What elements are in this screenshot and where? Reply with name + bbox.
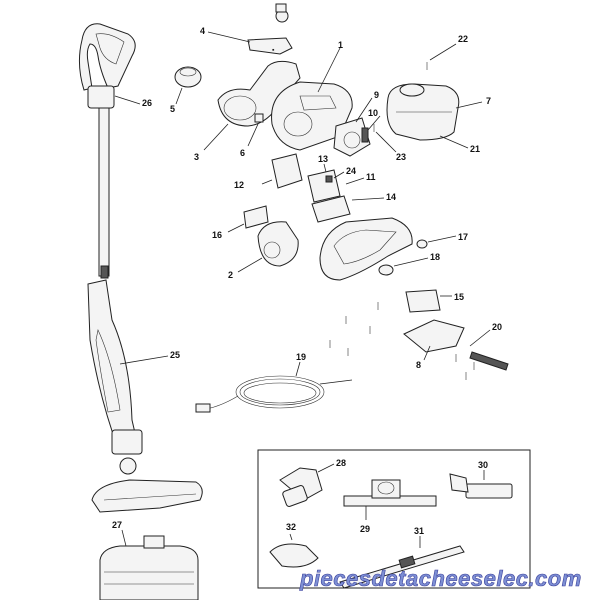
part-5-round-cap [174, 66, 202, 105]
part-10-valve [361, 115, 381, 143]
part-16-switch [227, 205, 269, 233]
part-17-nut [416, 235, 457, 249]
mop-head [91, 479, 203, 513]
part-20-spring [469, 329, 509, 371]
callout-25: 25 [170, 350, 180, 360]
part-22-screw [426, 43, 457, 70]
part-28-angled-brush [279, 463, 335, 507]
svg-text:▪: ▪ [272, 47, 275, 54]
part-23-screw [373, 124, 397, 153]
callout-24: 24 [346, 166, 356, 176]
callout-26: 26 [142, 98, 152, 108]
part-27-container [99, 529, 199, 601]
callout-17: 17 [458, 232, 468, 242]
part-31-wand [339, 536, 465, 589]
part-26-handle [78, 23, 141, 279]
part-19-power-cord [195, 361, 353, 413]
callout-18: 18 [430, 252, 440, 262]
part-11-heater [311, 177, 365, 223]
callout-22: 22 [458, 34, 468, 44]
callout-21: 21 [470, 144, 480, 154]
callout-28: 28 [336, 458, 346, 468]
callout-32: 32 [286, 522, 296, 532]
part-24-connector [325, 171, 345, 183]
part-30-bristle-brush [449, 470, 513, 499]
callout-20: 20 [492, 322, 502, 332]
part-12-board [261, 153, 303, 189]
callout-7: 7 [486, 96, 491, 106]
small-screws [329, 302, 475, 380]
callout-16: 16 [212, 230, 222, 240]
callout-15: 15 [454, 292, 464, 302]
callout-31: 31 [414, 526, 424, 536]
part-6-screw [247, 113, 264, 147]
callout-9: 9 [374, 90, 379, 100]
part-9-pump [333, 97, 373, 157]
callout-27: 27 [112, 520, 122, 530]
part-4-top-clip: ▪ [207, 3, 293, 55]
callout-5: 5 [170, 104, 175, 114]
callout-1: 1 [338, 40, 343, 50]
callout-29: 29 [360, 524, 370, 534]
part-lower-shell [319, 217, 413, 281]
callout-2: 2 [228, 270, 233, 280]
callout-19: 19 [296, 352, 306, 362]
part-2-boiler [237, 221, 299, 273]
callout-3: 3 [194, 152, 199, 162]
watermark: piecesdetacheeselec.com [299, 566, 582, 591]
callout-8: 8 [416, 360, 421, 370]
part-18-cap [393, 257, 429, 267]
callout-11: 11 [366, 172, 376, 182]
part-8-base-plate [403, 319, 465, 361]
callout-23: 23 [396, 152, 406, 162]
part-7-water-tank [386, 83, 483, 149]
part-1-upper-housing [271, 47, 353, 151]
callout-14: 14 [386, 192, 396, 202]
part-15-plate [405, 289, 452, 313]
part-25-main-body [87, 279, 169, 475]
part-29-floor-nozzle [343, 479, 437, 520]
part-32-cloth [269, 533, 319, 568]
accessories-box [257, 449, 531, 589]
callout-30: 30 [478, 460, 488, 470]
callout-6: 6 [240, 148, 245, 158]
part-3-handle-frame [203, 60, 301, 151]
callout-13: 13 [318, 154, 328, 164]
callout-4: 4 [200, 26, 205, 36]
part-14-lower-housing [351, 197, 385, 201]
part-13-bracket [307, 163, 341, 203]
callout-12: 12 [234, 180, 244, 190]
callout-10: 10 [368, 108, 378, 118]
